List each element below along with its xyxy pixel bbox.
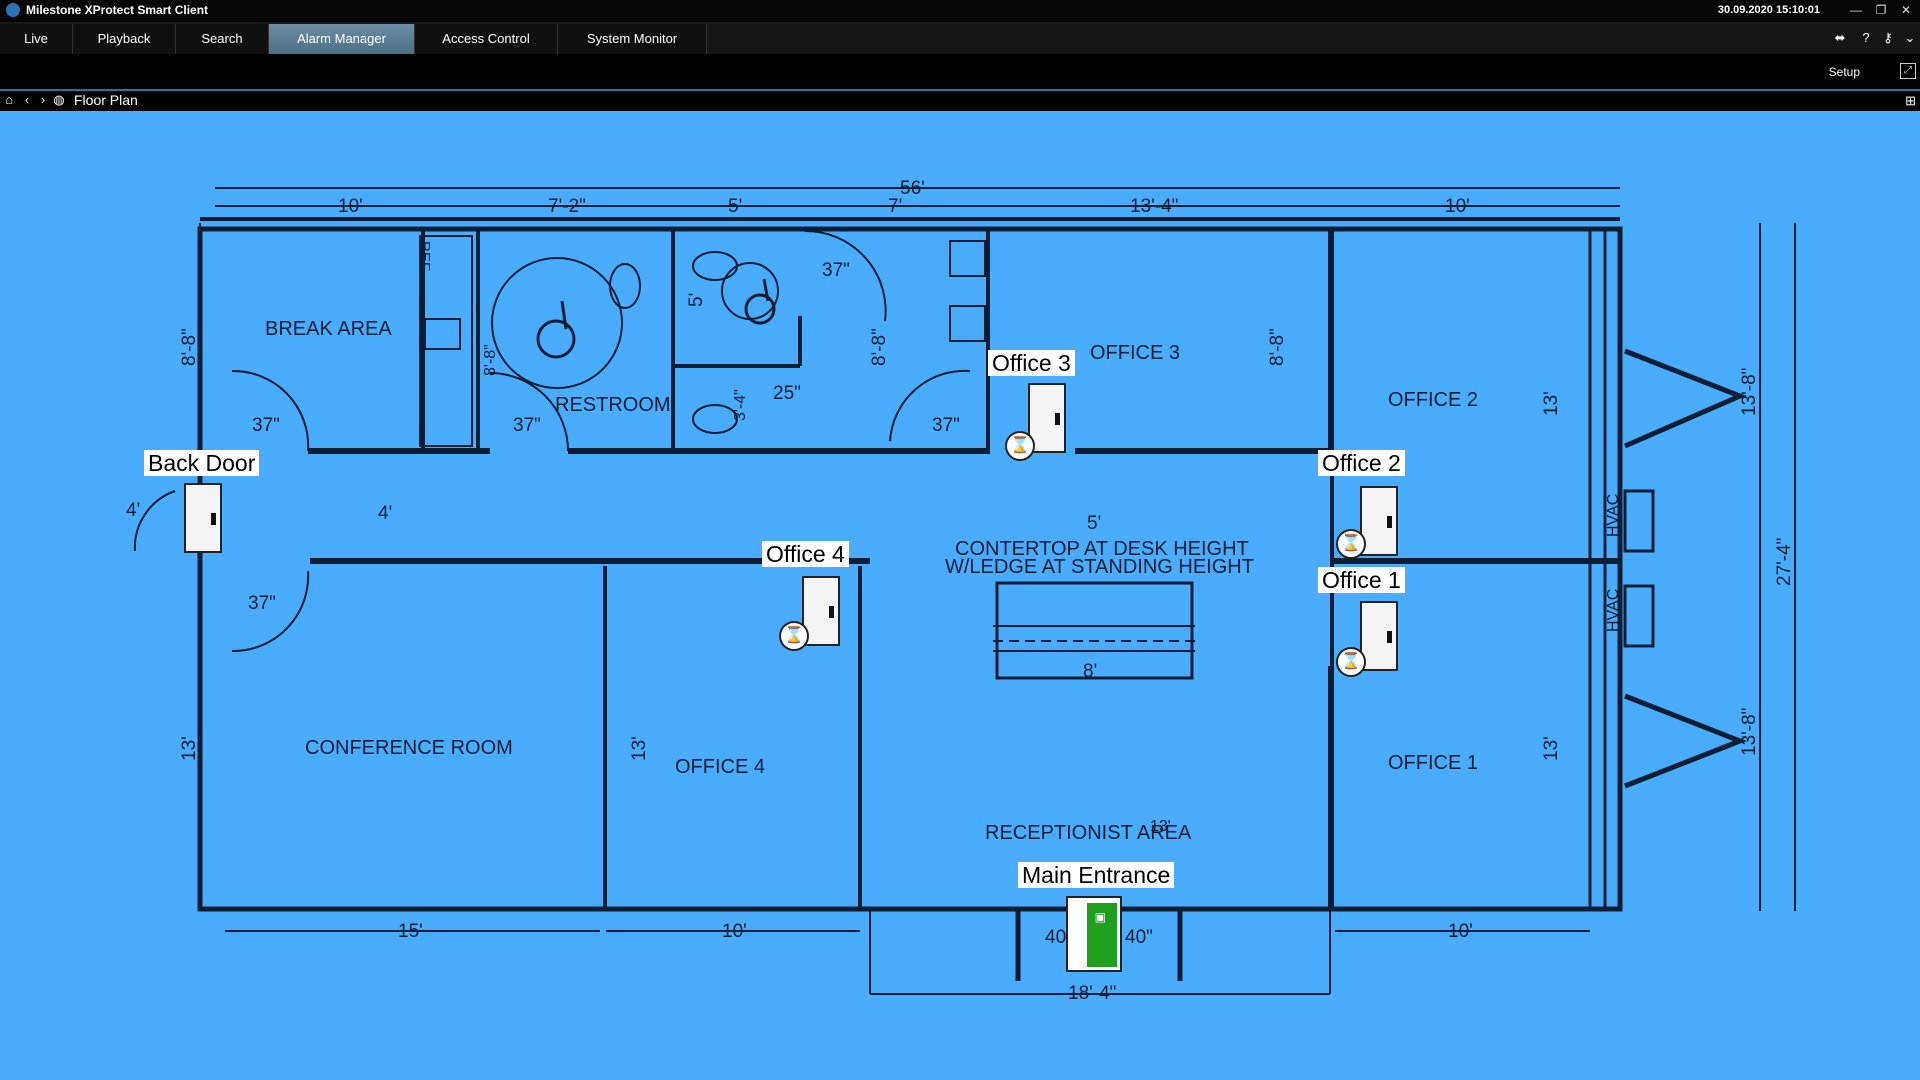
dim-10c: 10' (722, 921, 747, 942)
dim-37-a: 37" (252, 415, 280, 436)
dim-5c: 5' (686, 293, 707, 307)
dim-8-8d: 8'-8" (1267, 328, 1288, 366)
tab-alarm-manager[interactable]: Alarm Manager (269, 24, 415, 54)
device-label-office-3[interactable]: Office 3 (988, 350, 1075, 376)
dim-37-e: 37" (822, 260, 850, 281)
dim-13d: 13' (629, 736, 650, 761)
hourglass-icon: ⌛ (779, 621, 809, 651)
fullscreen-icon[interactable]: ⤢ (1900, 63, 1916, 79)
dim-13b: 13' (1541, 736, 1562, 761)
device-label-office-2[interactable]: Office 2 (1318, 450, 1405, 476)
dim-37-d: 37" (248, 593, 276, 614)
app-title: Milestone XProtect Smart Client (26, 3, 209, 17)
tab-bar-icons: ⬌ ? ⚷ ⌄ (1810, 28, 1920, 48)
room-office-1: OFFICE 1 (1388, 752, 1478, 774)
dim-13c: 13' (179, 736, 200, 761)
device-label-back-door[interactable]: Back Door (144, 450, 260, 476)
dim-8-8c: 8'-8" (869, 328, 890, 366)
tab-access-control[interactable]: Access Control (415, 24, 558, 54)
dim-4a: 4' (378, 503, 392, 524)
home-icon[interactable]: ⌂ (5, 92, 13, 107)
room-conference: CONFERENCE ROOM (305, 737, 513, 759)
dim-7: 7' (888, 196, 902, 217)
room-restroom: RESTROOM (555, 394, 671, 416)
label-hvac-2: HVAC (1605, 589, 1622, 632)
dim-10a: 10' (338, 196, 363, 217)
label-hvac-1: HVAC (1605, 494, 1622, 537)
room-office-4: OFFICE 4 (675, 756, 765, 778)
dim-8-8a: 8'-8" (179, 328, 200, 366)
dim-13a: 13' (1541, 391, 1562, 416)
dim-40-a: 40" (1045, 927, 1073, 948)
hourglass-icon: ⌛ (1005, 431, 1035, 461)
floor-plan-map[interactable]: BREAK AREA RESTROOM OFFICE 3 OFFICE 2 OF… (0, 111, 1920, 1080)
setup-button[interactable]: Setup (1828, 65, 1860, 79)
main-tab-bar: Live Playback Search Alarm Manager Acces… (0, 22, 1920, 55)
dim-13-8a: 13'-8" (1739, 368, 1760, 416)
key-icon[interactable]: ⚷ (1883, 30, 1893, 45)
dim-13e: 13' (1150, 818, 1171, 835)
dim-4b: 4' (126, 500, 140, 521)
hourglass-icon: ⌛ (1336, 647, 1366, 677)
dim-13-8b: 13'-8" (1739, 708, 1760, 756)
tab-playback[interactable]: Playback (73, 24, 176, 54)
dim-25: 25" (773, 383, 801, 404)
dim-37-b: 37" (513, 415, 541, 436)
room-office-3: OFFICE 3 (1090, 342, 1180, 364)
device-label-main-entrance[interactable]: Main Entrance (1018, 862, 1175, 888)
floor-plan-drawing: BREAK AREA RESTROOM OFFICE 3 OFFICE 2 OF… (126, 178, 1796, 1004)
door-icon-office-2[interactable] (1360, 486, 1398, 556)
toolbar: Setup ⤢ (0, 54, 1920, 89)
network-icon[interactable]: ⬌ (1834, 30, 1846, 45)
dim-8-8b: 8'-8" (482, 344, 499, 376)
device-label-office-1[interactable]: Office 1 (1318, 567, 1405, 593)
dim-3-4: 3'-4" (732, 389, 749, 421)
dim-37-c: 37" (932, 415, 960, 436)
label-countertop: CONTERTOP AT DESK HEIGHT (955, 538, 1249, 560)
help-icon[interactable]: ? (1862, 30, 1870, 45)
dim-10b: 10' (1445, 196, 1470, 217)
door-icon-back-door[interactable] (184, 483, 222, 553)
room-office-2: OFFICE 2 (1388, 389, 1478, 411)
app-logo-icon (6, 3, 20, 17)
dim-18-4: 18'-4" (1068, 983, 1116, 1004)
dim-56: 56' (900, 178, 925, 199)
grid-icon[interactable]: ⊞ (1905, 93, 1916, 108)
globe-icon[interactable]: ◍ (53, 92, 65, 107)
dim-8: 8' (1083, 661, 1097, 682)
restore-button[interactable]: ❐ (1875, 3, 1887, 17)
dim-5a: 5' (728, 196, 742, 217)
dim-27-4: 27'-4" (1774, 538, 1795, 586)
back-arrow-icon[interactable]: ‹ (24, 92, 30, 107)
dim-5b: 5' (1087, 513, 1101, 534)
tab-system-monitor[interactable]: System Monitor (558, 24, 707, 54)
wheelchair-icon (536, 278, 776, 359)
lock-icon: ▣ (1094, 910, 1106, 924)
tab-search[interactable]: Search (176, 24, 269, 54)
device-label-office-4[interactable]: Office 4 (762, 541, 849, 567)
title-bar: Milestone XProtect Smart Client 30.09.20… (0, 0, 1920, 22)
forward-arrow-icon[interactable]: › (40, 92, 46, 107)
room-receptionist-area: RECEPTIONIST AREA (985, 822, 1192, 844)
dim-10d: 10' (1448, 921, 1473, 942)
map-navigation-bar: ⌂ ‹ › ◍ Floor Plan ⊞ (0, 89, 1920, 111)
dim-13-4: 13'-4" (1130, 196, 1178, 217)
door-icon-office-1[interactable] (1360, 601, 1398, 671)
room-break-area: BREAK AREA (265, 318, 392, 340)
hourglass-icon: ⌛ (1336, 529, 1366, 559)
label-ledge: W/LEDGE AT STANDING HEIGHT (945, 556, 1254, 578)
dim-7-2: 7'-2" (548, 196, 586, 217)
dim-15: 15' (398, 921, 423, 942)
label-ref: REF (416, 241, 433, 271)
door-icon-main-entrance[interactable]: ▣ (1066, 896, 1122, 972)
breadcrumb: Floor Plan (74, 92, 138, 108)
close-button[interactable]: ✕ (1900, 3, 1912, 17)
tab-live[interactable]: Live (0, 24, 73, 54)
clock: 30.09.2020 15:10:01 (1717, 4, 1820, 16)
minimize-button[interactable]: — (1850, 3, 1862, 17)
chevron-down-icon[interactable]: ⌄ (1904, 30, 1916, 45)
dim-40-b: 40" (1125, 927, 1153, 948)
